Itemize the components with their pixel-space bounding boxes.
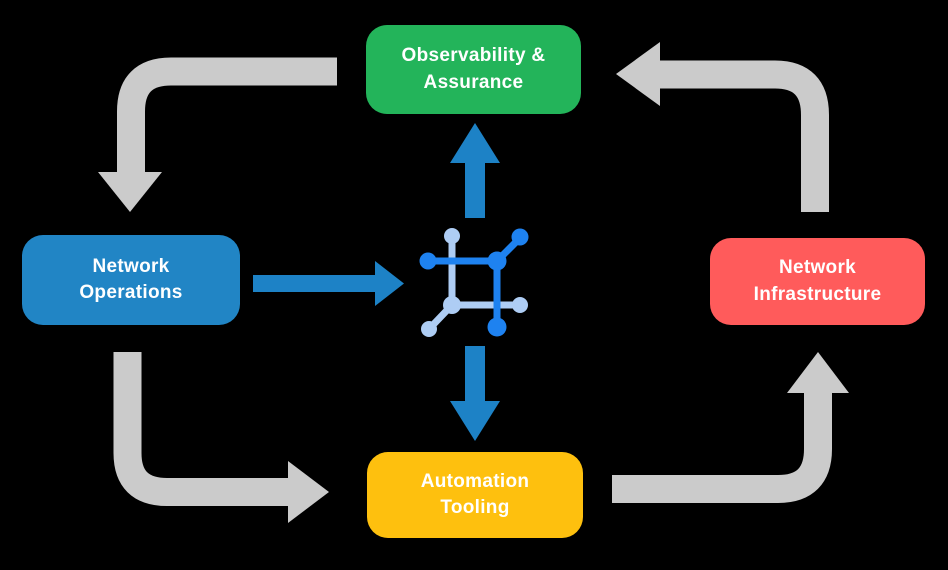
- arrow-infrastructure-to-observability: [616, 42, 829, 212]
- arrowhead-left-icon: [616, 42, 660, 106]
- node-network-infrastructure-label: Network Infrastructure: [753, 257, 882, 305]
- arrowhead-up-icon: [787, 352, 849, 393]
- node-network-operations-label: Network Operations: [79, 255, 183, 303]
- icon-node-bottom-left: [421, 321, 437, 337]
- arrowhead-right-icon: [288, 461, 329, 523]
- arrowhead-down-icon: [450, 401, 500, 441]
- node-automation-tooling-label: Automation Tooling: [420, 470, 530, 518]
- arrow-shaft: [612, 391, 832, 503]
- arrow-observability-to-operations: [98, 57, 337, 212]
- network-platform-icon: [419, 228, 529, 337]
- arrow-shaft: [113, 352, 290, 506]
- arrowhead-down-icon: [98, 172, 162, 212]
- icon-node-top: [444, 228, 460, 244]
- arrowhead-up-icon: [450, 123, 500, 163]
- icon-junction-tr: [487, 251, 507, 271]
- arrow-shaft: [117, 57, 337, 174]
- node-observability-assurance-label: Observability & Assurance: [401, 45, 546, 93]
- icon-node-left: [419, 252, 437, 270]
- arrow-automation-to-infrastructure: [612, 352, 849, 503]
- arrow-hub-to-automation: [450, 346, 500, 441]
- node-network-operations: Network Operations: [22, 235, 240, 325]
- icon-node-bottom: [487, 317, 507, 337]
- arrow-operations-to-hub: [253, 261, 404, 306]
- node-network-infrastructure: Network Infrastructure: [710, 238, 925, 325]
- arrow-shaft: [659, 60, 829, 212]
- arrowhead-right-icon: [375, 261, 404, 306]
- node-automation-tooling: Automation Tooling: [367, 452, 583, 538]
- node-observability-assurance: Observability & Assurance: [366, 25, 581, 114]
- arrow-hub-to-observability: [450, 123, 500, 218]
- icon-node-right: [512, 297, 528, 313]
- arrow-operations-to-automation: [113, 352, 329, 523]
- icon-junction-bl: [443, 296, 461, 314]
- icon-node-top-right: [511, 228, 529, 246]
